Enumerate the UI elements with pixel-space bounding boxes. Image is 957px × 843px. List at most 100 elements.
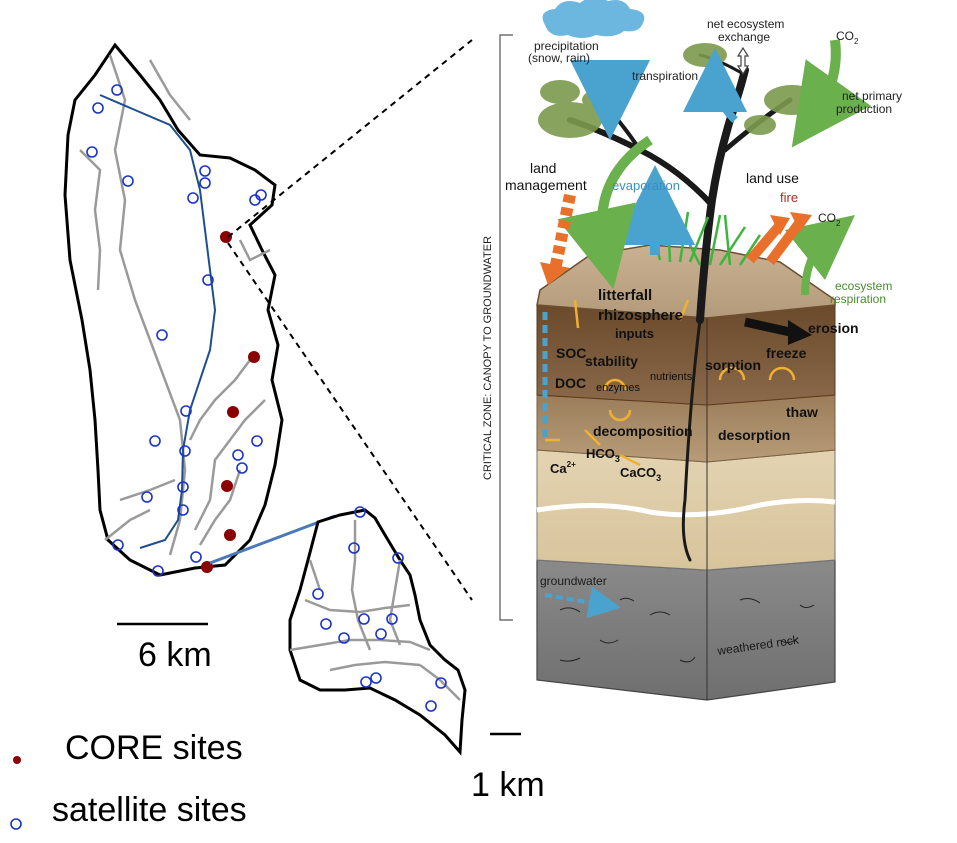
main-scale-label: 6 km (138, 636, 212, 674)
satellite-site (187, 192, 199, 204)
satellite-site (236, 462, 248, 474)
label-precipitation: precipitation (534, 39, 599, 53)
label-land: land (530, 160, 556, 176)
satellite-sites (86, 84, 267, 577)
label-transpiration: transpiration (632, 69, 698, 83)
gray-streams (79, 54, 271, 556)
nee-double-arrow (736, 46, 750, 76)
label-caco3: CaCO3 (620, 465, 661, 483)
label-exchange: exchange (718, 30, 770, 44)
label-co2-right: CO2 (818, 211, 841, 228)
satellite-site (338, 632, 350, 644)
legend-satellite-symbol (10, 818, 22, 830)
satellite-site (425, 700, 437, 712)
satellite-site (152, 565, 164, 577)
fire-arrow (746, 221, 784, 264)
white-band (536, 498, 836, 518)
satellite-site (312, 588, 324, 600)
satellite-site (156, 329, 168, 341)
inset-scale-label: 1 km (471, 766, 545, 804)
cloud-icon (542, 0, 645, 38)
profile-bracket (499, 34, 513, 621)
rock-cracks (559, 597, 815, 663)
satellite-site (370, 672, 382, 684)
erosion-arrow (744, 317, 791, 337)
label-doc: DOC (555, 375, 586, 391)
land-management-arrow (549, 193, 576, 272)
satellite-site (386, 613, 398, 625)
core-site (220, 231, 232, 243)
critical-zone-profile: CRITICAL ZONE: CANOPY TO GROUNDWATER (482, 0, 902, 701)
satellite-site (177, 481, 189, 493)
label-desorption: desorption (718, 427, 790, 443)
inset-gray-streams (289, 520, 461, 701)
satellite-site (358, 613, 370, 625)
inset-watershed-map (288, 506, 467, 756)
label-net-ecosystem: net ecosystem (707, 17, 784, 31)
satellite-site (92, 102, 104, 114)
main-river (99, 94, 217, 549)
label-production: production (836, 102, 892, 116)
label-fire: fire (780, 190, 798, 205)
label-rhizosphere: rhizosphere (598, 307, 683, 324)
satellite-site (360, 676, 372, 688)
satellite-site (179, 445, 191, 457)
satellite-site (348, 542, 360, 554)
satellite-site (392, 552, 404, 564)
label-sorption: sorption (705, 357, 761, 373)
respiration-arrow (785, 214, 855, 296)
label-enzymes: enzymes (596, 382, 641, 394)
core-sites (201, 231, 260, 573)
satellite-site (249, 194, 261, 206)
label-co2-top: CO2 (836, 29, 859, 46)
profile-side-label: CRITICAL ZONE: CANOPY TO GROUNDWATER (482, 236, 494, 480)
satellite-site (435, 677, 447, 689)
label-nutrients: nutrients (650, 371, 693, 383)
main-watershed-map (63, 42, 284, 577)
legend-core-label: CORE sites (65, 729, 243, 767)
satellite-site (320, 618, 332, 630)
label-erosion: erosion (808, 320, 859, 336)
label-management: management (505, 177, 587, 193)
label-net-primary: net primary (842, 89, 902, 103)
litter-input-arrow (557, 135, 653, 290)
core-site (224, 529, 236, 541)
satellite-site (199, 165, 211, 177)
core-site (221, 480, 233, 492)
satellite-site (354, 506, 366, 518)
npp-arrow (791, 39, 871, 148)
process-cycle-arrows (545, 299, 796, 467)
label-land-use: land use (746, 170, 799, 186)
main-watershed-boundary (63, 42, 284, 577)
zoom-line-top (227, 39, 473, 238)
satellite-site (86, 146, 98, 158)
label-soc: SOC (556, 345, 586, 361)
inset-connector-line (209, 514, 336, 565)
satellite-site (202, 274, 214, 286)
groundwater-arrow (544, 586, 621, 619)
core-site (248, 351, 260, 363)
core-site (201, 561, 213, 573)
satellite-site (111, 84, 123, 96)
core-site (227, 406, 239, 418)
label-litterfall: litterfall (598, 287, 652, 304)
label-inputs: inputs (615, 326, 654, 341)
satellite-site (375, 628, 387, 640)
satellite-site (190, 551, 202, 563)
transpiration-arrow (683, 48, 748, 123)
label-ecosystem: ecosystem (835, 279, 892, 293)
satellite-site (180, 405, 192, 417)
satellite-site (122, 175, 134, 187)
legend-satellite-label: satellite sites (52, 791, 247, 829)
label-thaw: thaw (786, 404, 818, 420)
satellite-site (149, 435, 161, 447)
inset-satellite-sites (312, 506, 447, 712)
satellite-site (112, 539, 124, 551)
satellite-site (141, 491, 153, 503)
label-freeze: freeze (766, 345, 807, 361)
label-ca: Ca2+ (550, 460, 576, 476)
label-decomposition: decomposition (593, 423, 693, 439)
satellite-site (177, 504, 189, 516)
